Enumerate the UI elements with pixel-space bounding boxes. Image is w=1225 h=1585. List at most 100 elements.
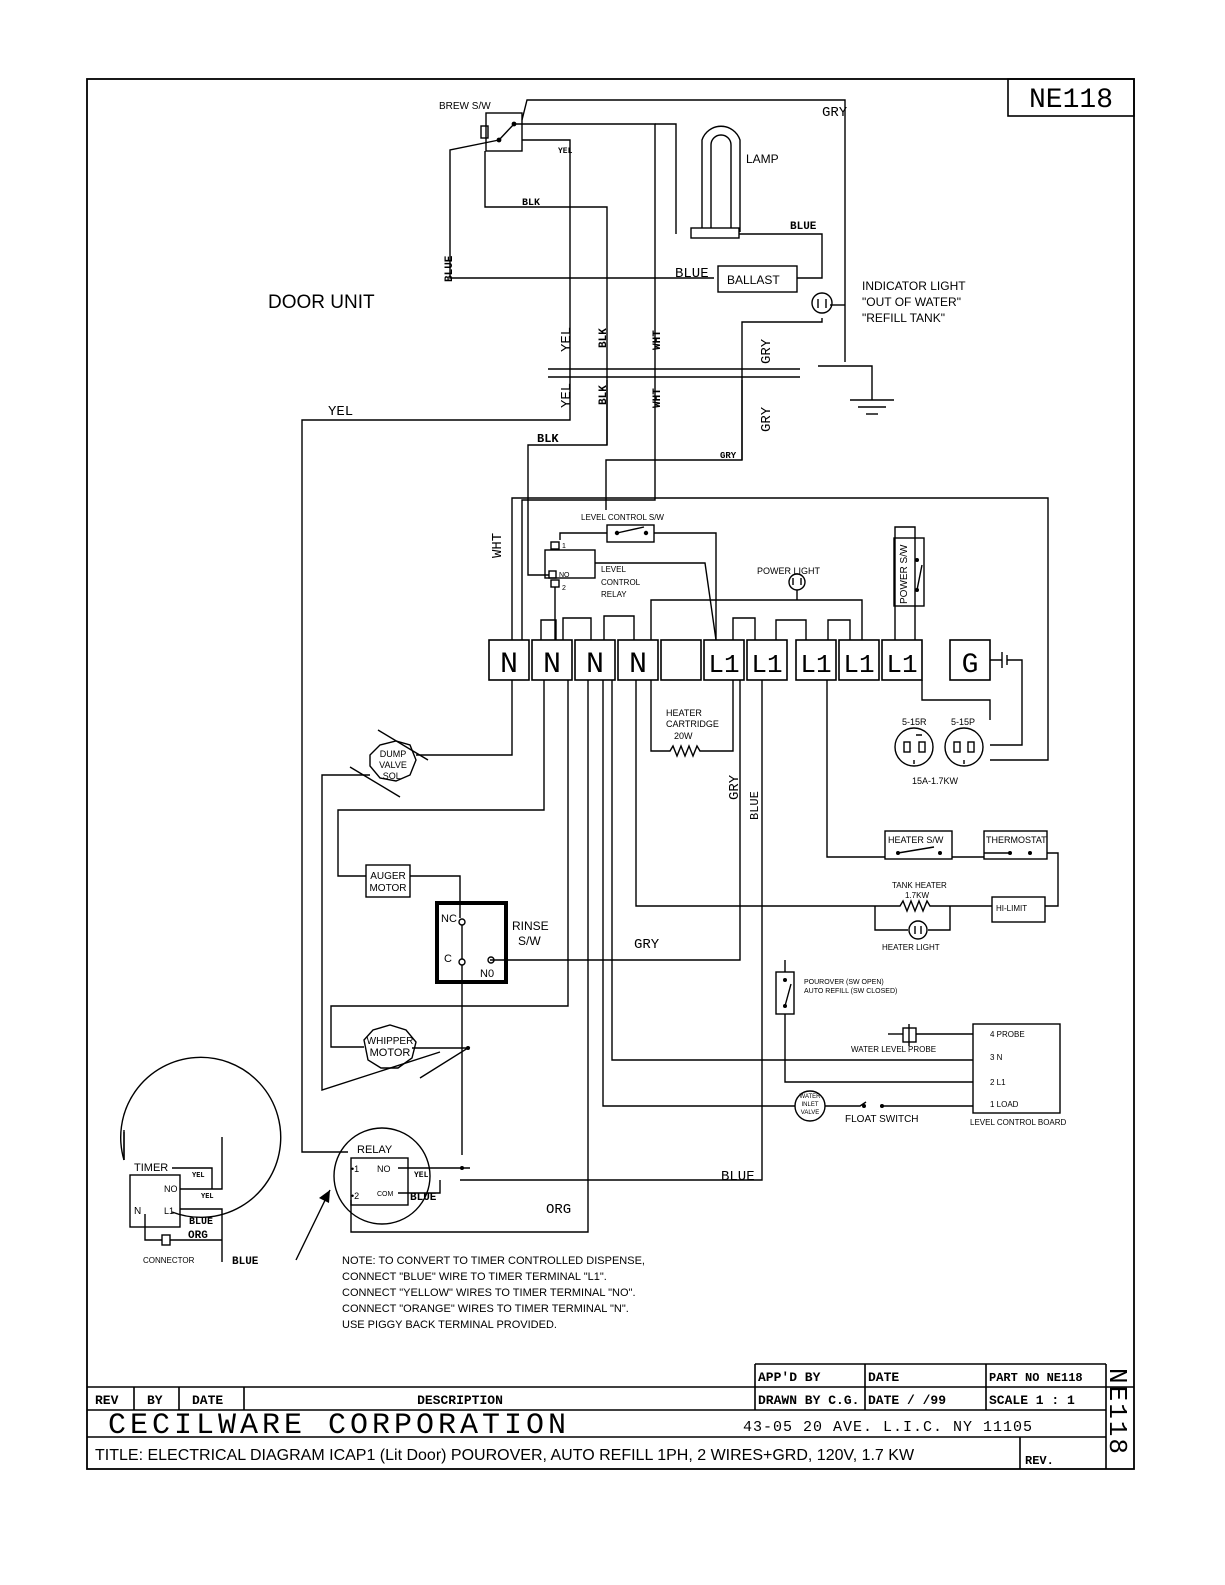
board-terminal-3: 3 N	[990, 1053, 1003, 1062]
level-control: LEVEL CONTROL S/W 1 NO 2 LEVEL CONTROL R…	[527, 490, 717, 641]
date-value: DATE / /99	[868, 1393, 946, 1408]
terminal-n-4	[617, 639, 659, 681]
terminal-l1-4	[838, 639, 880, 681]
timer-label-yel-2: YEL	[201, 1193, 214, 1201]
label-gry-lower: GRY	[759, 406, 775, 432]
side-drawing-number: NE118	[1102, 1368, 1132, 1456]
terminal-label-11: G	[962, 650, 979, 681]
brew-switch	[485, 112, 523, 152]
door-connector: YEL BLK WHT GRY YEL BLK GRY WHT	[301, 368, 800, 1153]
date-header: DATE	[192, 1393, 223, 1408]
power-controls: POWER LIGHT POWER S/W	[757, 537, 925, 607]
label-blue-relay: BLUE	[410, 1192, 437, 1204]
terminal-strip: N N N N L1 L1 L1 L1 L1 G	[488, 497, 1049, 761]
date-label-top: DATE	[868, 1370, 899, 1385]
label-blue-vert: BLUE	[444, 255, 456, 282]
lcr-pin-2: 2	[562, 585, 566, 592]
conversion-note: NOTE: TO CONVERT TO TIMER CONTROLLED DIS…	[342, 1255, 645, 1331]
timer-label-org: ORG	[188, 1230, 208, 1242]
rev-header: REV	[95, 1393, 119, 1408]
rinse-switch	[435, 901, 508, 984]
label-blue-ballast: BLUE	[675, 266, 709, 282]
rev-footer: REV.	[1025, 1454, 1054, 1468]
timer-pin-no: NO	[164, 1184, 178, 1194]
level-control-board-label: LEVEL CONTROL BOARD	[970, 1118, 1067, 1127]
lcr-label-3: RELAY	[601, 590, 627, 599]
label-wht-upper: WHT	[652, 330, 664, 350]
receptacle-plug: 5-15R 5-15P 15A-1.7KW	[894, 680, 991, 786]
whipper-motor	[363, 1024, 417, 1069]
plug-515p-label: 5-15P	[951, 717, 975, 727]
relay-body	[350, 1157, 409, 1206]
note-line-3: CONNECT "YELLOW" WIRES TO TIMER TERMINAL…	[342, 1287, 636, 1299]
label-wht-lower: WHT	[652, 388, 664, 408]
indicator-light-line3: "REFILL TANK"	[862, 311, 945, 325]
level-control-board: 4 PROBE 3 N 2 L1 1 LOAD LEVEL CONTROL BO…	[602, 680, 1067, 1127]
dump-valve-label-2: VALVE	[379, 760, 407, 770]
timer-body	[129, 1174, 181, 1228]
note-line-5: USE PIGGY BACK TERMINAL PROVIDED.	[342, 1319, 557, 1331]
dump-valve-solenoid	[369, 740, 417, 782]
label-yel-left: YEL	[328, 404, 353, 420]
relay-pin-1: •1	[351, 1164, 359, 1174]
inlet-valve-label-3: VALVE	[801, 1110, 819, 1116]
drawing-title: TITLE: ELECTRICAL DIAGRAM ICAP1 (Lit Doo…	[95, 1447, 915, 1464]
appd-by: APP'D BY	[758, 1370, 821, 1385]
label-yel-brew: YEL	[558, 147, 573, 156]
water-level-probe-label: WATER LEVEL PROBE	[851, 1045, 936, 1054]
terminal-label-2: N	[543, 648, 561, 682]
door-unit-label: DOOR UNIT	[268, 292, 375, 313]
heater-light-label: HEATER LIGHT	[882, 943, 940, 952]
scale: SCALE 1 : 1	[989, 1393, 1075, 1408]
ballast	[717, 265, 798, 293]
dump-valve-label-1: DUMP	[380, 749, 407, 759]
terminal-blank	[660, 639, 702, 681]
timer-label: TIMER	[134, 1162, 168, 1174]
terminal-n-1	[488, 639, 530, 681]
label-blk-mid: BLK	[537, 432, 559, 446]
inlet-valve-label-2: INLET	[801, 1102, 818, 1108]
relay-pin-com: COM	[377, 1191, 394, 1198]
terminal-n-2	[531, 639, 573, 681]
lcr-label-1: LEVEL	[601, 565, 626, 574]
timer-detail: TIMER NO L1 N YEL YEL BLUE ORG BLUE CONN…	[120, 1056, 282, 1268]
door-unit-wires: LAMP BALLAST INDICATOR LIGHT "OUT OF WAT…	[439, 99, 966, 510]
relay: RELAY •1 •2 NO COM YEL BLUE ORG BLUE	[295, 680, 755, 1261]
indicator-light	[811, 292, 833, 314]
pourover-switch: POUROVER (SW OPEN) AUTO REFILL (SW CLOSE…	[775, 960, 897, 1034]
note-line-4: CONNECT "ORANGE" WIRES TO TIMER TERMINAL…	[342, 1303, 629, 1315]
terminal-l1-1	[703, 639, 745, 681]
lcr-pin-1: 1	[562, 543, 566, 550]
brew-sw-label: BREW S/W	[439, 101, 491, 112]
hi-limit	[991, 896, 1046, 923]
terminal-label-1: N	[500, 648, 518, 682]
label-yel-upper: YEL	[559, 327, 575, 352]
label-blk-lower: BLK	[598, 385, 610, 405]
pourover-label-1: POUROVER (SW OPEN)	[804, 979, 884, 986]
heater-cartridge-label-1: HEATER	[666, 708, 702, 718]
receptacle-515r-label: 5-15R	[902, 717, 927, 727]
level-control-sw-label: LEVEL CONTROL S/W	[581, 513, 664, 522]
plug-515p	[944, 727, 984, 767]
auger-motor	[365, 864, 411, 898]
terminal-label-9: L1	[843, 650, 874, 680]
connector-label: CONNECTOR	[143, 1256, 195, 1265]
terminal-label-6: L1	[708, 650, 739, 680]
receptacle-515r	[894, 727, 934, 767]
description-header: DESCRIPTION	[417, 1393, 503, 1408]
power-switch	[893, 537, 925, 607]
heater-cartridge: HEATER CARTRIDGE 20W	[650, 680, 734, 758]
drawing-number: NE118	[1029, 85, 1113, 116]
note-line-1: NOTE: TO CONVERT TO TIMER CONTROLLED DIS…	[342, 1255, 645, 1267]
rinse-pin-no: N0	[480, 968, 494, 980]
water-inlet-valve	[794, 1090, 826, 1122]
hi-limit-label: HI-LIMIT	[996, 904, 1027, 913]
title-block: APP'D BY DATE PART NO NE118 REV BY DATE …	[87, 1363, 1134, 1469]
auger-motor-label-1: AUGER	[370, 871, 406, 882]
heater-switch	[884, 830, 953, 860]
note-line-2: CONNECT "BLUE" WIRE TO TIMER TERMINAL "L…	[342, 1271, 607, 1283]
motors-and-valves: DUMP VALVE SOL. AUGER MOTOR NC C N0 RINS…	[321, 680, 569, 1155]
power-sw-label: POWER S/W	[899, 544, 910, 604]
dump-valve-label-3: SOL.	[383, 771, 404, 781]
